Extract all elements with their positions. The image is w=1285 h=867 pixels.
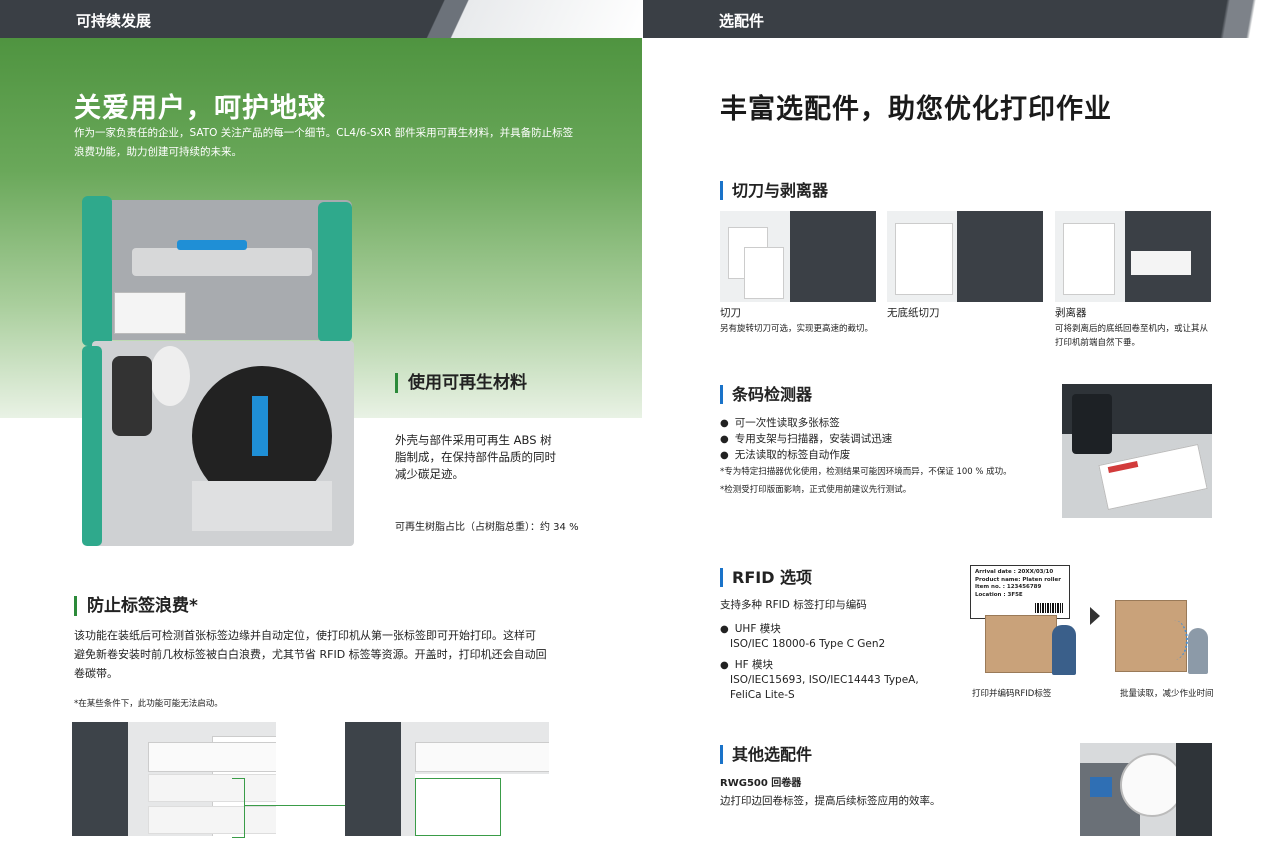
linerless-cutter-photo (887, 211, 1043, 302)
rfid-hf-spec-1: ISO/IEC15693, ISO/IEC14443 TypeA, (730, 674, 919, 686)
peeler-label: 剥离器 (1055, 307, 1087, 319)
cutter-label: 切刀 (720, 307, 741, 319)
left-header-text: 可持续发展 (76, 12, 152, 30)
rfid-uhf-spec: ISO/IEC 18000-6 Type C Gen2 (730, 638, 886, 650)
rfid-section-title: RFID 选项 (720, 568, 812, 587)
worker-left-icon (1052, 625, 1076, 675)
other-product-name: RWG500 回卷器 (720, 778, 802, 789)
printer-front-photo-left (72, 722, 276, 836)
tag-row-4-val: : 3F5E (1003, 591, 1023, 598)
cutter-photo (720, 211, 876, 302)
recycle-text-line-3: 减少碳足迹。 (395, 467, 464, 481)
linerless-cutter-label: 无底纸切刀 (887, 307, 940, 319)
barcode-note-1: *专为特定扫描器优化使用，检测结果可能因环境而异，不保证 100 % 成功。 (720, 467, 1012, 477)
rfid-subtitle: 支持多种 RFID 标签打印与编码 (720, 599, 867, 611)
rfid-uhf-label: UHF 模块 (720, 621, 781, 638)
printer-front-photo-right (345, 722, 549, 836)
tag-row-3-key: Item no. (975, 584, 1001, 590)
barcode-section-title: 条码检测器 (720, 385, 812, 404)
waste-section-title: 防止标签浪费* (74, 596, 198, 616)
left-intro-line-1: 作为一家负责任的企业，SATO 关注产品的每一个细节。CL4/6-SXR 部件采… (74, 127, 574, 139)
peeler-desc-line-2: 打印机前端自然下垂。 (1055, 338, 1141, 348)
cutter-desc: 另有旋转切刀可选，实现更高速的截切。 (720, 324, 874, 334)
barcode-checker-photo (1062, 384, 1212, 518)
rfid-hf-spec-2: FeliCa Lite-S (730, 689, 795, 701)
tag-row-1-val: : 20XX/03/10 (1013, 569, 1054, 575)
waste-bracket-green (232, 778, 245, 838)
waste-text-line-1: 该功能在装纸后可检测首张标签边缘并自动定位，使打印机从第一张标签即可开始打印。这… (74, 629, 536, 642)
rfid-waves-icon (1160, 620, 1188, 660)
barcode-bullet-3: 无法读取的标签自动作废 (720, 447, 851, 464)
recycle-text-line-2: 脂制成，在保持部件品质的同时 (395, 450, 556, 464)
left-header-slant (420, 0, 642, 38)
waste-text-line-3: 卷碳带。 (74, 667, 118, 680)
recycle-text-line-1: 外壳与部件采用可再生 ABS 树 (395, 433, 552, 447)
right-header-bar: 选配件 (643, 0, 1285, 38)
peeler-photo (1055, 211, 1211, 302)
rfid-caption-right: 批量读取，减少作业时间 (1120, 689, 1214, 699)
tag-row-4-key: Location (975, 591, 1002, 598)
other-product-desc: 边打印边回卷标签，提高后续标签应用的效率。 (720, 795, 941, 807)
rfid-caption-left: 打印并编码RFID标签 (972, 689, 1052, 699)
waste-highlight-box (415, 778, 501, 836)
tag-row-2-key: Product name (975, 576, 1019, 583)
rfid-hf-label: HF 模块 (720, 657, 773, 674)
arrow-right-icon (1090, 607, 1100, 625)
waste-text-line-2: 避免新卷安装时前几枚标签被白白浪费，尤其节省 RFID 标签等资源。开盖时，打印… (74, 648, 547, 661)
barcode-bullet-1: 可一次性读取多张标签 (720, 415, 840, 432)
other-section-title: 其他选配件 (720, 745, 812, 764)
barcode-bullet-2: 专用支架与扫描器，安装调试迅速 (720, 431, 893, 448)
waste-arrow (244, 805, 412, 806)
recycle-ratio: 可再生树脂占比（占树脂总重）：约 34 % (395, 522, 579, 533)
waste-note: *在某些条件下，此功能可能无法启动。 (74, 699, 223, 709)
tag-row-2-val: : Platen roller (1018, 576, 1061, 583)
rewinder-photo (1080, 743, 1212, 836)
printer-open-illustration (82, 196, 362, 548)
pallet-boxes-left (985, 615, 1057, 673)
tag-row-3-val: : 123456789 (1002, 584, 1042, 590)
recycle-section-title: 使用可再生材料 (395, 373, 527, 393)
tag-barcode-icon (1035, 603, 1063, 613)
rfid-tag-label: Arrival date : 20XX/03/10 Product name: … (970, 565, 1070, 619)
left-page-title: 关爱用户，呵护地球 (74, 93, 326, 124)
right-page-title: 丰富选配件，助您优化打印作业 (720, 94, 1112, 125)
left-intro-line-2: 浪费功能，助力创建可持续的未来。 (74, 146, 242, 158)
cutter-section-title: 切刀与剥离器 (720, 181, 828, 200)
barcode-note-2: *检测受打印版面影响，正式使用前建议先行测试。 (720, 485, 912, 495)
right-header-text: 选配件 (719, 12, 765, 30)
tag-row-1-key: Arrival date (975, 569, 1012, 575)
peeler-desc-line-1: 可将剥离后的底纸回卷至机内，或让其从 (1055, 324, 1209, 334)
worker-right-icon (1188, 628, 1208, 674)
